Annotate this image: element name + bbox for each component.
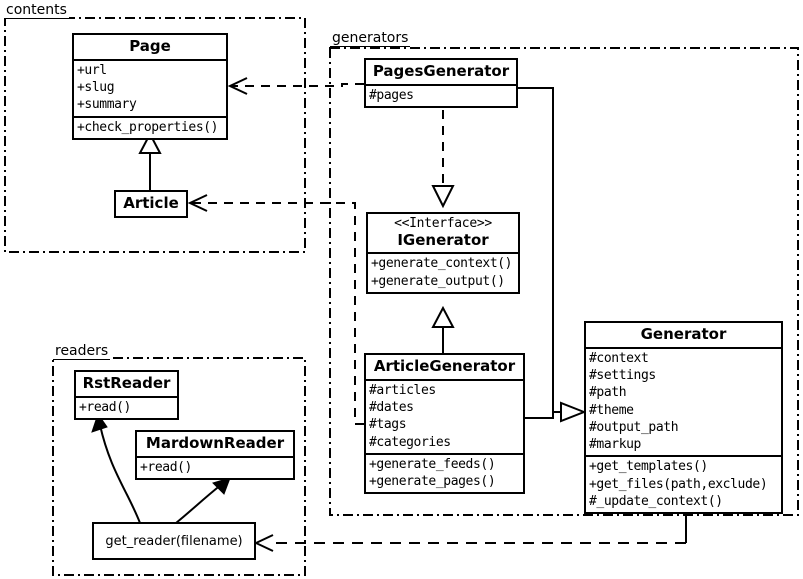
class-box-article[interactable]: Article <box>114 190 188 218</box>
method: +read() <box>140 459 192 475</box>
attribute: #categories <box>369 434 451 450</box>
connector-articlegenerator-aggregates-generator <box>525 412 554 419</box>
attribute: #markup <box>589 437 641 453</box>
function-box-get-reader[interactable]: get_reader(filename) <box>92 522 256 560</box>
connector-get-reader-creates-rstreader <box>91 412 141 524</box>
class-name-pages-generator: PagesGenerator <box>372 62 510 80</box>
connector-pagesgenerator-depends-page <box>227 77 364 95</box>
class-stereotype-igenerator: <<Interface>> <box>394 216 492 231</box>
attribute: #dates <box>369 400 414 416</box>
package-frame-generators <box>329 47 799 516</box>
method: +get_templates() <box>589 459 708 475</box>
attribute: #output_path <box>589 419 679 435</box>
attribute: #tags <box>369 417 407 433</box>
method: +generate_output() <box>371 273 505 289</box>
package-label-readers: readers <box>53 343 111 360</box>
class-name-article-generator: ArticleGenerator <box>373 357 516 375</box>
class-name-text: IGenerator <box>397 230 489 249</box>
class-attributes-article-generator: #articles #dates #tags #categories <box>366 378 523 453</box>
package-label-contents: contents <box>4 2 69 19</box>
class-name-rst-reader: RstReader <box>82 374 171 392</box>
connector-articlegenerator-inherits-igenerator <box>431 305 455 353</box>
class-methods-mardown-reader: +read() <box>137 455 293 478</box>
class-box-pages-generator[interactable]: PagesGenerator #pages <box>364 58 518 109</box>
class-name-mardown-reader: MardownReader <box>145 434 285 452</box>
connector-pagesgenerator-aggregates-generator <box>518 87 587 423</box>
attribute: +summary <box>77 97 137 113</box>
attribute: +slug <box>77 80 115 96</box>
attribute: #theme <box>589 402 634 418</box>
method: +check_properties() <box>77 119 219 135</box>
method: +generate_feeds() <box>369 456 496 472</box>
package-frame-contents <box>4 17 306 253</box>
class-methods-page: +check_properties() <box>74 115 226 138</box>
class-box-mardown-reader[interactable]: MardownReader +read() <box>135 430 295 481</box>
class-name-article: Article <box>123 194 179 212</box>
class-name-generator: Generator <box>640 325 727 343</box>
attribute: #articles <box>369 382 436 398</box>
class-attributes-pages-generator: #pages <box>366 83 516 106</box>
class-attributes-page: +url +slug +summary <box>74 58 226 116</box>
attribute: #context <box>589 350 649 366</box>
method: +get_files(path,exclude) <box>589 476 768 492</box>
package-frame-readers <box>52 357 306 576</box>
class-name-igenerator: <<Interface>> IGenerator <box>368 214 518 252</box>
class-box-page[interactable]: Page +url +slug +summary +check_properti… <box>72 33 228 140</box>
connector-article-inherits-page <box>138 131 162 190</box>
class-name-page: Page <box>129 37 171 55</box>
function-label-get-reader: get_reader(filename) <box>105 533 243 549</box>
method: +generate_context() <box>371 256 513 272</box>
class-methods-article-generator: +generate_feeds() +generate_pages() <box>366 452 523 493</box>
class-methods-igenerator: +generate_context() +generate_output() <box>368 252 518 292</box>
class-methods-generator: +get_templates() +get_files(path,exclude… <box>586 455 781 512</box>
attribute: #settings <box>589 368 656 384</box>
class-attributes-generator: #context #settings #path #theme #output_… <box>586 346 781 456</box>
method: +read() <box>79 399 131 415</box>
method: +generate_pages() <box>369 474 496 490</box>
class-methods-rst-reader: +read() <box>76 395 177 418</box>
attribute: #pages <box>369 87 414 103</box>
method: #_update_context() <box>589 494 723 510</box>
attribute: #path <box>589 385 627 401</box>
connector-pagesgenerator-realizes-igenerator <box>431 110 455 209</box>
connector-articlegenerator-depends-article <box>187 194 364 425</box>
class-box-igenerator[interactable]: <<Interface>> IGenerator +generate_conte… <box>366 212 520 294</box>
attribute: +url <box>77 62 107 78</box>
class-box-rst-reader[interactable]: RstReader +read() <box>74 370 179 421</box>
class-box-article-generator[interactable]: ArticleGenerator #articles #dates #tags … <box>364 353 525 495</box>
package-label-generators: generators <box>330 30 411 47</box>
connector-get-reader-creates-mardownreader <box>175 477 231 524</box>
class-box-generator[interactable]: Generator #context #settings #path #them… <box>584 321 783 515</box>
